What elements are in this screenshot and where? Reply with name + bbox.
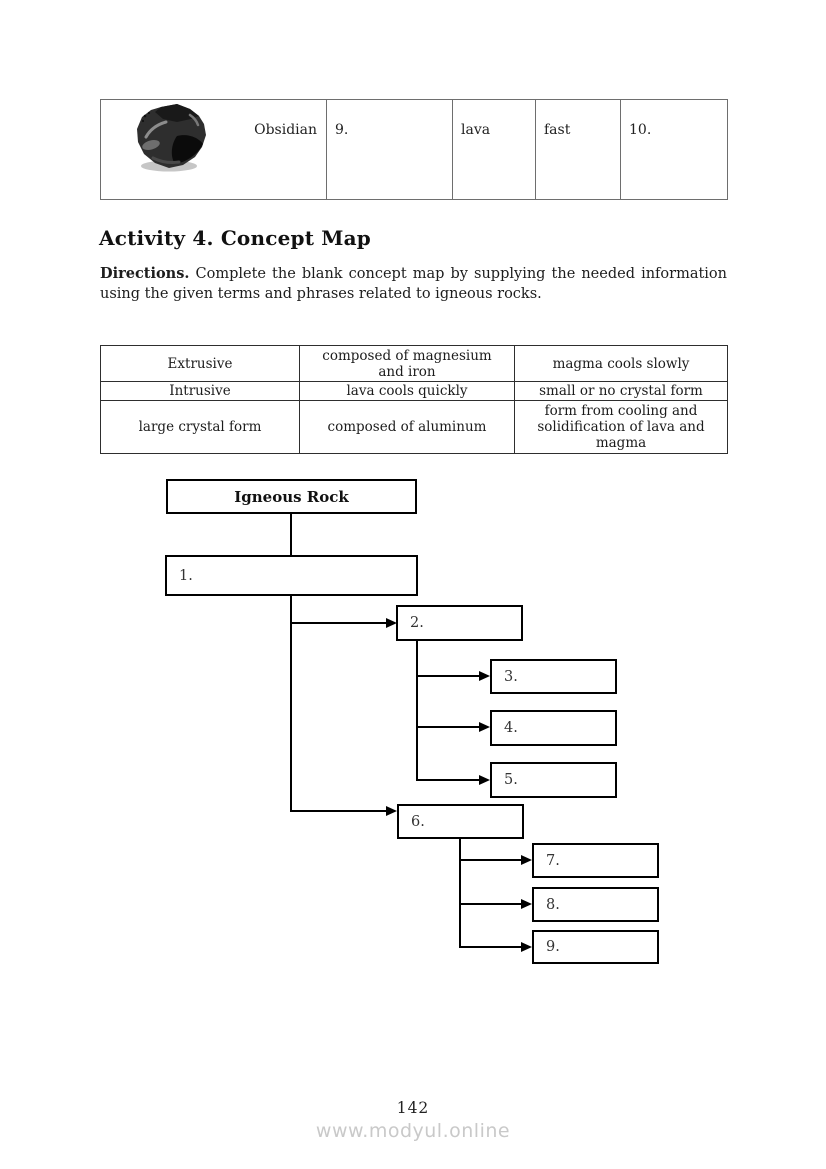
page-number: 142 (396, 1099, 430, 1117)
connector-line (417, 726, 480, 728)
watermark-text: www.modyul.online (315, 1120, 511, 1142)
arrow-right-icon (386, 617, 397, 628)
table-row: large crystal form composed of aluminum … (100, 400, 728, 454)
term-cell: composed of magnesium and iron (299, 345, 515, 382)
blank-node-box-3: 3. (490, 659, 617, 694)
connector-line (460, 859, 522, 861)
blank-node-box-1: 1. (165, 555, 418, 596)
term-cell: Extrusive (100, 345, 300, 382)
arrow-right-icon (386, 805, 397, 816)
connector-line (460, 903, 522, 905)
arrow-right-icon (479, 774, 490, 785)
term-cell: magma cools slowly (514, 345, 728, 382)
blank-node-box-6: 6. (397, 804, 524, 839)
term-cell: form from cooling and solidification of … (514, 400, 728, 454)
blank-node-box-4: 4. (490, 710, 617, 746)
activity-title: Activity 4. Concept Map (99, 226, 371, 250)
rock-name: Obsidian (254, 122, 317, 138)
arrow-right-icon (479, 721, 490, 732)
connector-line (291, 622, 386, 624)
connector-line (417, 675, 480, 677)
obsidian-rock-image (133, 102, 213, 174)
arrow-right-icon (521, 941, 532, 952)
connector-line (459, 838, 461, 948)
blank-cell-10: 10. (620, 99, 728, 200)
connector-line (460, 946, 522, 948)
origin-cell: lava (452, 99, 536, 200)
table-row: Obsidian 9. lava fast 10. (100, 99, 728, 200)
arrow-right-icon (479, 670, 490, 681)
blank-node-box-2: 2. (396, 605, 523, 641)
blank-cell-9: 9. (326, 99, 453, 200)
connector-line (291, 810, 386, 812)
connector-line (417, 779, 480, 781)
term-cell: composed of aluminum (299, 400, 515, 454)
directions-label: Directions. (100, 265, 190, 282)
connector-line (290, 513, 292, 556)
cooling-cell: fast (535, 99, 621, 200)
term-cell: large crystal form (100, 400, 300, 454)
rock-name-cell: Obsidian (100, 99, 327, 200)
blank-node-box-5: 5. (490, 762, 617, 798)
directions-paragraph: Directions. Complete the blank concept m… (100, 264, 727, 304)
directions-text-1: Complete the blank concept map by supply… (195, 266, 728, 282)
directions-line-2: using the given terms and phrases relate… (100, 285, 542, 302)
connector-line (290, 595, 292, 812)
blank-node-box-9: 9. (532, 930, 659, 964)
connector-line (416, 640, 418, 781)
rock-info-table: Obsidian 9. lava fast 10. (100, 99, 728, 200)
terms-table: Extrusive composed of magnesium and iron… (100, 345, 728, 454)
arrow-right-icon (521, 898, 532, 909)
concept-map-root-box: Igneous Rock (166, 479, 417, 514)
blank-node-box-7: 7. (532, 843, 659, 878)
table-row: Extrusive composed of magnesium and iron… (100, 345, 728, 382)
arrow-right-icon (521, 854, 532, 865)
directions-line-1: Directions. Complete the blank concept m… (100, 264, 727, 285)
blank-node-box-8: 8. (532, 887, 659, 922)
